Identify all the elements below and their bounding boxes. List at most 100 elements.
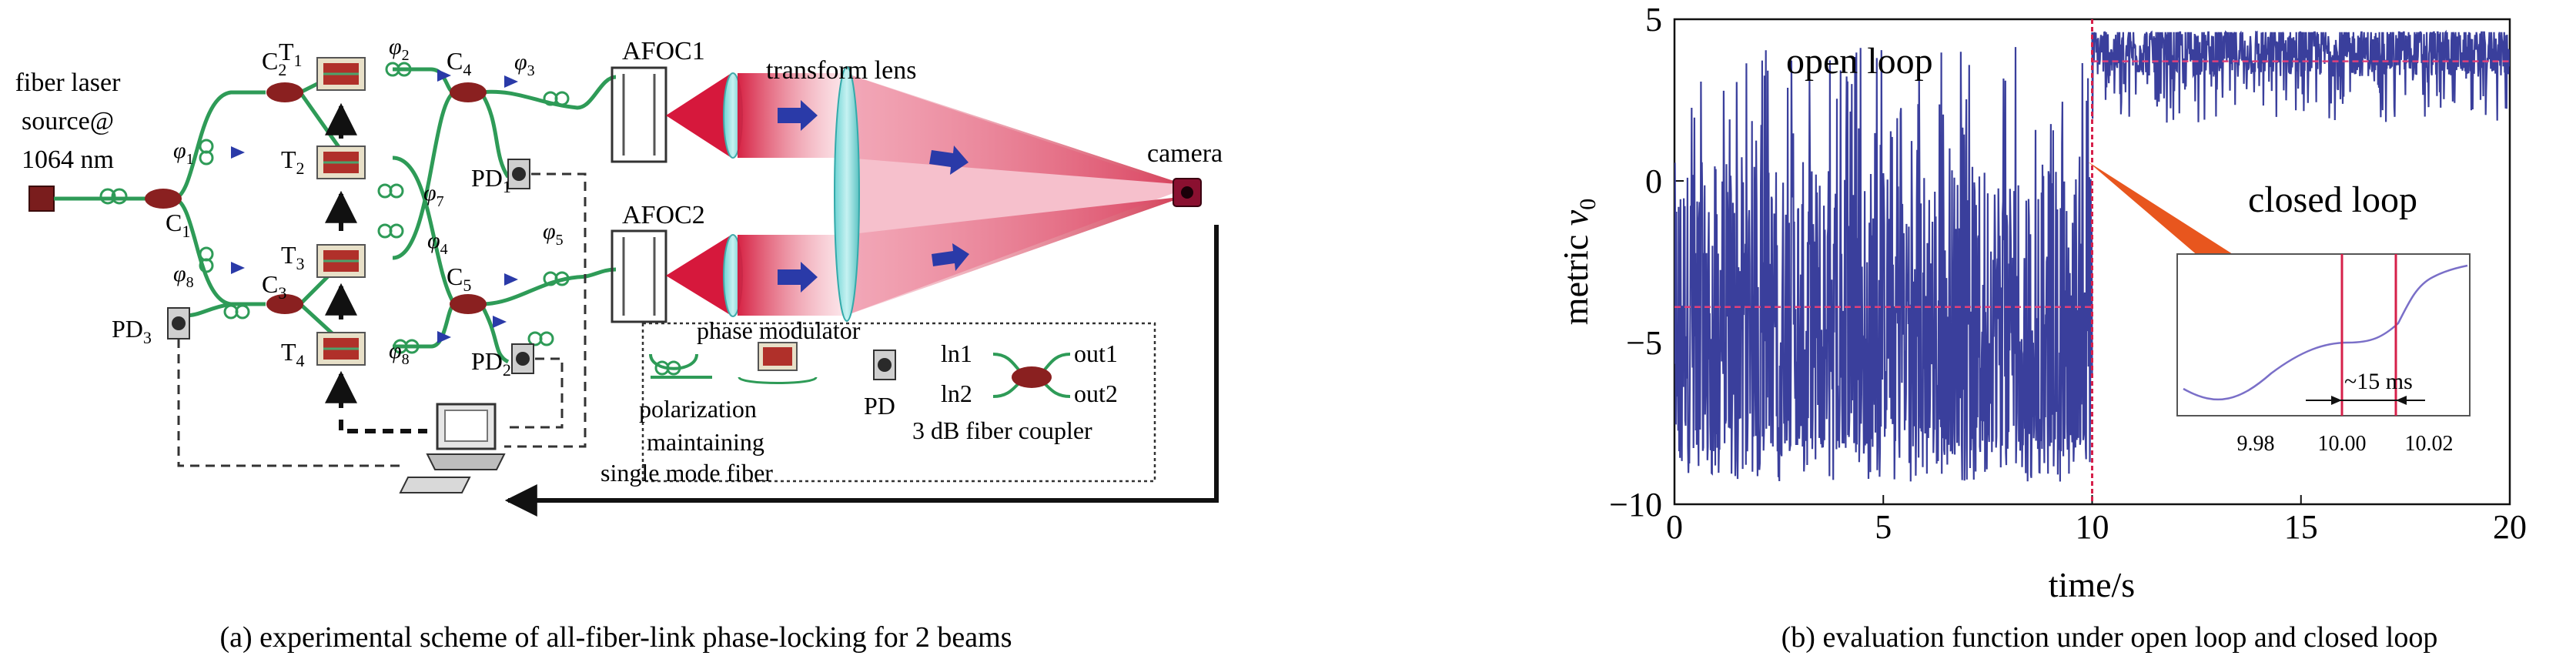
phase-label-8b: φ8 (389, 338, 410, 368)
modulator-t3 (316, 244, 366, 278)
modulator-label-t3: T3 (281, 241, 305, 273)
coupler-c1 (145, 189, 182, 209)
coupler-label-c5: C5 (447, 263, 471, 295)
legend-phase-modulator-label: phase modulator (697, 316, 861, 344)
modulator-labels: T1 T2 T3 T4 (279, 38, 305, 370)
coupler-c4 (450, 82, 487, 102)
annotation-closed-loop: closed loop (2248, 179, 2417, 220)
coupler-label-c4: C4 (447, 47, 471, 79)
afoc2 (611, 229, 667, 323)
detector-labels: PD1 PD2 PD3 (112, 164, 511, 380)
inset-delay-label: ~15 ms (2344, 369, 2413, 394)
modulator-t1 (316, 57, 366, 91)
trace-open-loop (1674, 47, 2093, 482)
modulator-t4 (316, 332, 366, 366)
phase-label-7: φ7 (423, 180, 444, 210)
control-lines (339, 420, 427, 433)
y-tick-label: 0 (1645, 162, 1662, 200)
camera-feedback-line (504, 225, 1219, 517)
detector-label-pd2: PD2 (471, 347, 511, 380)
phase-label-2: φ2 (389, 34, 410, 64)
y-tick-label: −10 (1609, 486, 1662, 523)
annotation-open-loop: open loop (1786, 41, 1933, 82)
phase-label-1: φ1 (173, 138, 194, 168)
coupler-c2 (266, 82, 303, 102)
x-tick-label: 0 (1666, 508, 1683, 546)
coupler-label-c2: C2 (262, 47, 286, 79)
photodetectors (167, 159, 534, 374)
x-tick-label: 10 (2076, 508, 2109, 546)
signal-lines (177, 172, 587, 467)
detector-pd1 (507, 159, 530, 189)
y-axis-label: metric v0 (1556, 199, 1601, 325)
transform-lens-label: transform lens (766, 56, 916, 85)
phase-label-8a: φ8 (173, 261, 194, 291)
legend-coupler-symbol (992, 353, 1071, 398)
legend-fiber-label-1: polarization (639, 395, 757, 423)
inset-frame (2176, 253, 2471, 416)
inset-xtick-2: 10.00 (2318, 432, 2367, 456)
modulator-label-t2: T2 (281, 146, 305, 178)
fiber-loops (99, 62, 570, 354)
panel-b-chart: 0 5 10 15 20 5 0 −5 −10 open loop closed loop ~… (1556, 1, 2527, 654)
legend-pd-symbol (873, 350, 896, 380)
afoc-collimators (611, 66, 667, 323)
y-tick-label: −5 (1626, 324, 1662, 362)
phase-label-3: φ3 (514, 49, 535, 79)
modulator-t2 (316, 146, 366, 179)
caption-a: (a) experimental scheme of all-fiber-lin… (219, 621, 1012, 654)
inset-delay-arrow-left (2331, 396, 2342, 405)
inset-zoom: ~15 ms 9.98 10.00 10.02 (2176, 253, 2471, 456)
coupler-label-c1: C1 (166, 209, 190, 241)
laser-source-block (28, 186, 55, 212)
detector-label-pd1: PD1 (471, 164, 511, 196)
camera-label: camera (1147, 139, 1223, 168)
source-label-line2: source@ (22, 107, 114, 135)
plot-area (1674, 19, 2510, 504)
afoc1-label: AFOC1 (622, 37, 705, 65)
transform-lens (834, 66, 860, 322)
legend-fiber-symbol (649, 353, 712, 379)
coupler-labels: C1 C2 C3 C4 C5 (166, 47, 471, 303)
x-tick-label: 20 (2493, 508, 2527, 546)
panel-a-scheme: fiber laser source@ 1064 nm (15, 34, 1223, 654)
legend-in2-label: ln2 (941, 380, 972, 407)
couplers (145, 82, 487, 314)
detector-pd3 (167, 307, 190, 340)
legend-box (641, 322, 1156, 483)
source-label-line3: 1064 nm (22, 146, 114, 174)
detector-label-pd3: PD3 (112, 315, 152, 347)
inset-xtick-1: 9.98 (2237, 432, 2275, 456)
legend-modulator-symbol (738, 342, 818, 384)
source-label-line1: fiber laser (15, 69, 122, 97)
x-tick-label: 15 (2284, 508, 2318, 546)
inset-trace (2183, 264, 2468, 400)
modulator-label-t4: T4 (281, 338, 305, 370)
inset-xtick-3: 10.02 (2405, 432, 2454, 456)
legend-fiber-label-3: single mode fiber (601, 459, 773, 487)
inset-callout (2088, 162, 2233, 266)
modulator-label-t1: T1 (279, 38, 303, 70)
x-axis-label: time/s (2049, 565, 2135, 604)
inset-delay-arrow-right (2396, 396, 2407, 405)
y-tick-label: 5 (1645, 1, 1662, 38)
detector-pd2 (511, 343, 534, 374)
y-axis-ticks: 5 0 −5 −10 (1609, 1, 1684, 523)
laser-beams (666, 72, 1186, 317)
coupler-c5 (450, 294, 487, 314)
computer-icon (399, 403, 506, 493)
camera-icon (1173, 178, 1202, 207)
coupler-c3 (266, 294, 303, 314)
afoc1 (611, 66, 667, 163)
legend-fiber-label-2: maintaining (647, 428, 764, 456)
afoc2-label: AFOC2 (622, 201, 705, 229)
trace-closed-loop (2091, 29, 2510, 123)
legend-out2-label: out2 (1074, 380, 1118, 407)
phase-label-5: φ5 (543, 219, 564, 249)
caption-b: (b) evaluation function under open loop … (1781, 621, 2438, 654)
beam-arrows (778, 100, 969, 293)
legend-in1-label: ln1 (941, 340, 972, 367)
